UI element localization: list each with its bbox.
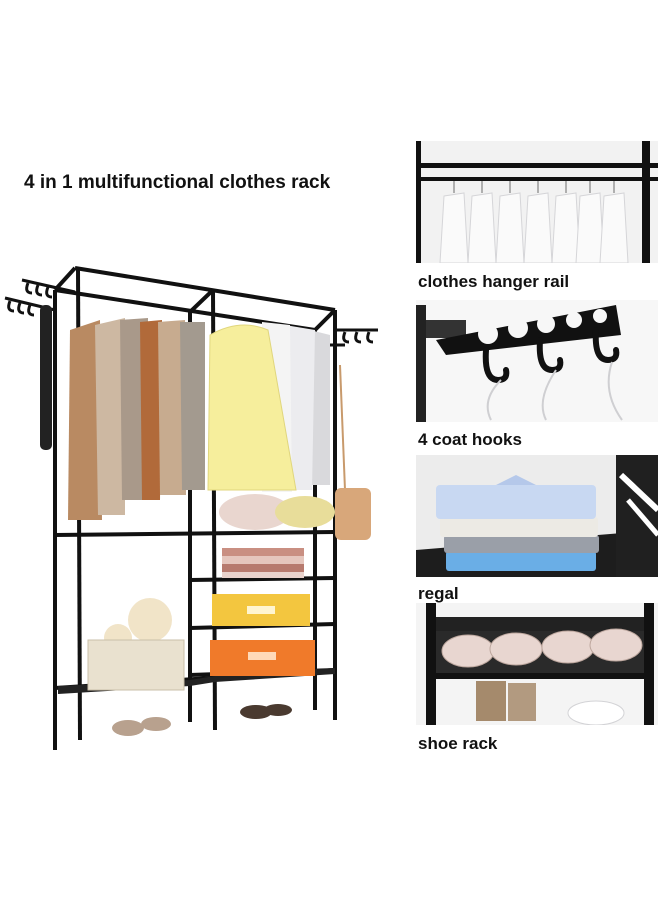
- clothes-rack-illustration: [4, 266, 378, 750]
- coat-hooks-photo: [416, 300, 658, 422]
- headline: 4 in 1 multifunctional clothes rack: [24, 172, 331, 193]
- caption-regal: regal: [418, 584, 459, 603]
- regal-shelf-photo: [416, 455, 658, 577]
- caption-coat-hooks: 4 coat hooks: [418, 430, 522, 449]
- caption-hanger-rail: clothes hanger rail: [418, 272, 570, 291]
- hanger-rail-photo: [416, 141, 658, 263]
- caption-shoe-rack: shoe rack: [418, 734, 498, 753]
- shoe-rack-photo: [416, 603, 658, 725]
